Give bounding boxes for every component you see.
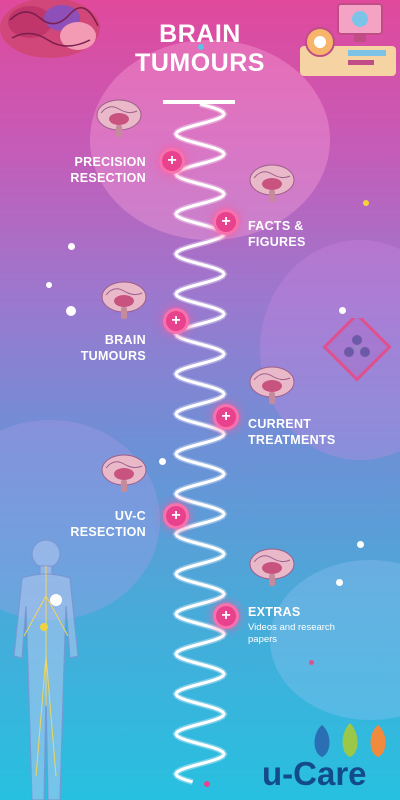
- expand-brain-tumours-button[interactable]: +: [163, 308, 189, 334]
- expand-uvc-resection-button[interactable]: +: [163, 503, 189, 529]
- label-uvc-resection: UV-C RESECTION: [70, 508, 146, 540]
- helix-top-bar: [163, 100, 235, 104]
- decorative-dot: [309, 660, 314, 665]
- decorative-dot: [336, 579, 343, 586]
- helix-strand: [174, 102, 226, 784]
- label-subtitle: Videos and research papers: [248, 622, 335, 645]
- title-line-1: BRAIN: [159, 20, 241, 48]
- decorative-dot: [46, 282, 52, 288]
- brain-thumbnail-icon: [249, 366, 295, 404]
- brand-logo-text: u-Care: [262, 755, 367, 792]
- biohazard-sign-icon: [322, 318, 392, 382]
- decorative-dot: [198, 44, 204, 50]
- label-current-treatments: CURRENT TREATMENTS: [248, 416, 336, 448]
- decorative-dot: [66, 306, 76, 316]
- plus-icon: +: [171, 507, 181, 524]
- decorative-dot: [357, 541, 364, 548]
- label-facts-figures: FACTS & FIGURES: [248, 218, 306, 250]
- expand-facts-figures-button[interactable]: +: [213, 209, 239, 235]
- plus-icon: +: [171, 312, 181, 329]
- label-line-1: CURRENT: [248, 417, 312, 431]
- expand-current-treatments-button[interactable]: +: [213, 404, 239, 430]
- page-title: BRAIN TUMOURS: [0, 20, 400, 78]
- plus-icon: +: [167, 152, 177, 169]
- label-line-1: BRAIN: [104, 333, 146, 347]
- title-line-2: TUMOURS: [135, 49, 265, 77]
- label-line-1: EXTRAS: [248, 605, 301, 619]
- plus-icon: +: [221, 213, 231, 230]
- label-line-1: PRECISION: [74, 155, 146, 169]
- label-extras: EXTRAS Videos and research papers: [248, 604, 358, 646]
- brain-thumbnail-icon: [101, 454, 147, 492]
- human-nervous-system-icon: [13, 539, 79, 800]
- brain-thumbnail-icon: [96, 99, 142, 137]
- plus-icon: +: [221, 408, 231, 425]
- background-blob: [90, 40, 330, 240]
- label-brain-tumours: BRAIN TUMOURS: [81, 332, 146, 364]
- label-line-2: TREATMENTS: [248, 433, 336, 447]
- brain-thumbnail-icon: [249, 164, 295, 202]
- label-line-2: RESECTION: [70, 525, 146, 539]
- label-line-2: RESECTION: [70, 171, 146, 185]
- decorative-dot: [68, 243, 75, 250]
- label-line-2: TUMOURS: [80, 349, 146, 363]
- label-line-2: FIGURES: [248, 235, 306, 249]
- decorative-dot: [363, 200, 369, 206]
- brain-thumbnail-icon: [249, 548, 295, 586]
- label-line-1: UV-C: [114, 509, 146, 523]
- label-line-1: FACTS &: [248, 219, 304, 233]
- lab-workstation-icon: [300, 3, 396, 76]
- label-precision-resection: PRECISION RESECTION: [70, 154, 146, 186]
- expand-precision-resection-button[interactable]: +: [159, 148, 185, 174]
- expand-extras-button[interactable]: +: [213, 603, 239, 629]
- helix-end-dot: [204, 781, 210, 787]
- decorative-dot: [159, 458, 166, 465]
- brain-illustration-icon: [0, 0, 100, 58]
- brain-thumbnail-icon: [101, 281, 147, 319]
- ucare-logo-icon: [314, 723, 386, 757]
- plus-icon: +: [221, 607, 231, 624]
- decorative-dot: [339, 307, 346, 314]
